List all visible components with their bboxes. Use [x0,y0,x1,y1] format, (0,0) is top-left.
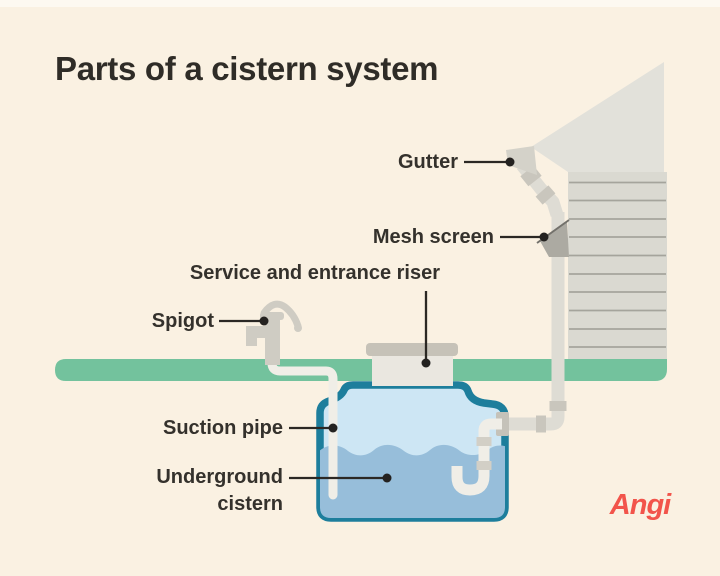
leader-lines [219,160,541,480]
pipe-coupling [520,165,542,187]
downspout-vertical-pipe [505,212,565,431]
label-spigot: Spigot [151,310,214,332]
label-suction-pipe: Suction pipe [163,417,283,439]
inlet-pipe [451,412,509,496]
mesh-screen-shape [540,221,569,257]
label-mesh-screen: Mesh screen [372,226,494,248]
wall-fitting [496,412,509,436]
roof [531,62,664,172]
label-service-riser: Service and entrance riser [189,262,440,284]
label-underground-cistern: Underground cistern [83,464,283,518]
riser-lip [366,343,458,356]
siding-lines [569,181,666,348]
gutter-shape [506,146,537,175]
spigot-pump-assembly [246,300,338,500]
label-underground-line2: cistern [217,493,283,515]
ground-line [55,359,667,381]
pipe-coupling [535,185,556,205]
house-wall [568,172,667,359]
top-edge-strip [0,0,720,7]
leader-dots [259,157,549,483]
riser-cap [366,343,458,386]
water-surface [320,444,505,518]
downspout-assembly [505,146,570,433]
riser-body [372,353,453,386]
j-pipe [451,418,502,496]
label-underground-line1: Underground [156,466,283,488]
label-gutter: Gutter [398,151,458,173]
pump-handle [260,300,302,330]
house-structure [531,62,667,359]
suction-pipe-shape [267,343,338,500]
pump-spout [246,326,266,346]
pump-post [265,315,280,365]
pump-handle-tip [294,324,302,332]
angi-logo: Angi [609,489,671,521]
page-title: Parts of a cistern system [55,50,439,87]
